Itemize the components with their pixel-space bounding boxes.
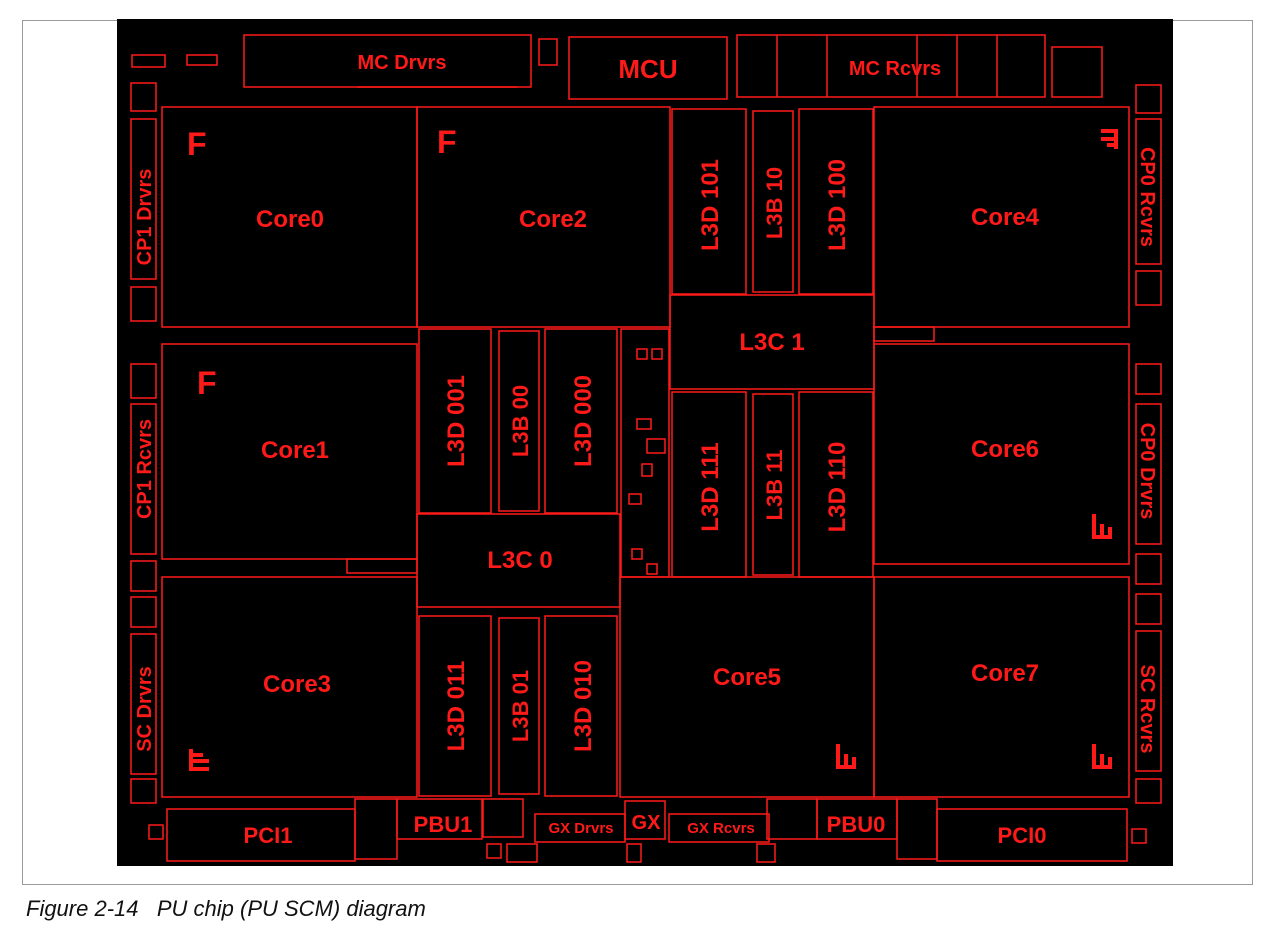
core3-block — [161, 576, 418, 798]
l3d-101-label: L3D 101 — [697, 159, 724, 251]
core1-label: Core1 — [261, 437, 329, 464]
orientation-marker-core5 — [836, 744, 856, 769]
l3d-000-label: L3D 000 — [570, 375, 597, 467]
core0-label: Core0 — [256, 206, 324, 233]
figure-title: PU chip (PU SCM) diagram — [156, 896, 426, 921]
l3d-101-block — [671, 108, 747, 295]
cp1-rcvrs-label: CP1 Rcvrs — [134, 419, 156, 519]
core3-label: Core3 — [263, 671, 331, 698]
pci0-block — [936, 808, 1128, 862]
l3b-00-block — [498, 330, 540, 512]
gx-rcvrs-label: GX Rcvrs — [687, 820, 755, 837]
l3d-100-label: L3D 100 — [824, 159, 851, 251]
core6-block — [873, 343, 1130, 565]
core4-label: Core4 — [971, 204, 1040, 231]
gx-drvrs-label: GX Drvrs — [548, 820, 613, 837]
sc-rcvrs-label: SC Rcvrs — [1136, 665, 1158, 754]
orientation-marker-core7 — [1092, 744, 1112, 769]
pci1-label: PCI1 — [244, 823, 293, 848]
figure-caption: Figure 2-14 PU chip (PU SCM) diagram — [26, 896, 426, 922]
cp1-drvrs-block — [130, 118, 157, 280]
core2-block — [416, 106, 671, 328]
l3d-111-block — [671, 391, 747, 578]
l3d-011-label: L3D 011 — [443, 661, 470, 752]
l3d-010-label: L3D 010 — [570, 660, 597, 752]
l3d-000-block — [544, 328, 618, 514]
core5-label: Core5 — [713, 664, 781, 691]
mc-drvrs-label: MC Drvrs — [358, 52, 447, 74]
figure-number: Figure 2-14 — [26, 896, 139, 921]
cp0-rcvrs-block — [1135, 118, 1162, 265]
pbu0-label: PBU0 — [827, 812, 886, 837]
l3d-001-label: L3D 001 — [443, 375, 470, 467]
f-marker-core0: F — [187, 126, 207, 162]
cp0-drvrs-block — [1135, 403, 1162, 545]
mcu-label: MCU — [618, 54, 677, 84]
core7-block — [873, 576, 1130, 798]
mcu-block — [568, 36, 728, 100]
cp1-rcvrs-block — [130, 403, 157, 555]
l3c-1-label: L3C 1 — [739, 329, 804, 356]
core6-label: Core6 — [971, 436, 1039, 463]
sc-drvrs-label: SC Drvrs — [134, 666, 156, 752]
l3d-100-block — [798, 108, 874, 295]
l3d-110-block — [798, 391, 874, 578]
l3d-111-label: L3D 111 — [697, 442, 724, 531]
l3c-0-label: L3C 0 — [487, 547, 552, 574]
mc-rcvrs-block — [736, 34, 1046, 98]
l3b-10-block — [752, 110, 794, 293]
core7-label: Core7 — [971, 660, 1039, 687]
l3d-010-block — [544, 615, 618, 797]
l3b-11-label: L3B 11 — [762, 450, 787, 521]
pbu1-label: PBU1 — [414, 812, 473, 837]
orientation-marker-core6 — [1092, 514, 1112, 539]
l3d-001-block — [418, 328, 492, 514]
l3b-01-label: L3B 01 — [508, 670, 533, 742]
l3b-01-block — [498, 617, 540, 795]
f-marker-core2: F — [437, 124, 457, 160]
l3c-1-block — [669, 294, 875, 390]
l3b-00-label: L3B 00 — [508, 385, 533, 457]
sc-rcvrs-block — [1135, 630, 1162, 772]
orientation-marker-core4 — [1101, 129, 1118, 149]
l3d-110-label: L3D 110 — [824, 442, 851, 533]
mc-rcvrs-label: MC Rcvrs — [849, 58, 941, 80]
core1-block — [161, 343, 418, 560]
chip-die: F F F MC Drvrs MCU MC Rcvrs Core0 Core2 … — [117, 19, 1173, 866]
sc-drvrs-block — [130, 633, 157, 775]
gx-rcvrs-block — [668, 813, 770, 843]
cp1-drvrs-label: CP1 Drvrs — [134, 169, 156, 266]
gx-block — [624, 800, 666, 840]
pci0-label: PCI0 — [998, 823, 1047, 848]
core2-label: Core2 — [519, 206, 587, 233]
l3b-11-block — [752, 393, 794, 576]
core4-block — [873, 106, 1130, 328]
l3b-10-label: L3B 10 — [762, 167, 787, 239]
cp0-drvrs-label: CP0 Drvrs — [1136, 423, 1158, 520]
l3d-011-block — [418, 615, 492, 797]
chip-floorplan: F F F MC Drvrs MCU MC Rcvrs Core0 Core2 … — [130, 34, 1162, 863]
gx-label: GX — [632, 812, 662, 834]
orientation-marker-core3 — [189, 749, 209, 771]
f-marker-core1: F — [197, 365, 217, 401]
cp0-rcvrs-label: CP0 Rcvrs — [1136, 147, 1158, 247]
pbu1-block — [396, 798, 483, 840]
